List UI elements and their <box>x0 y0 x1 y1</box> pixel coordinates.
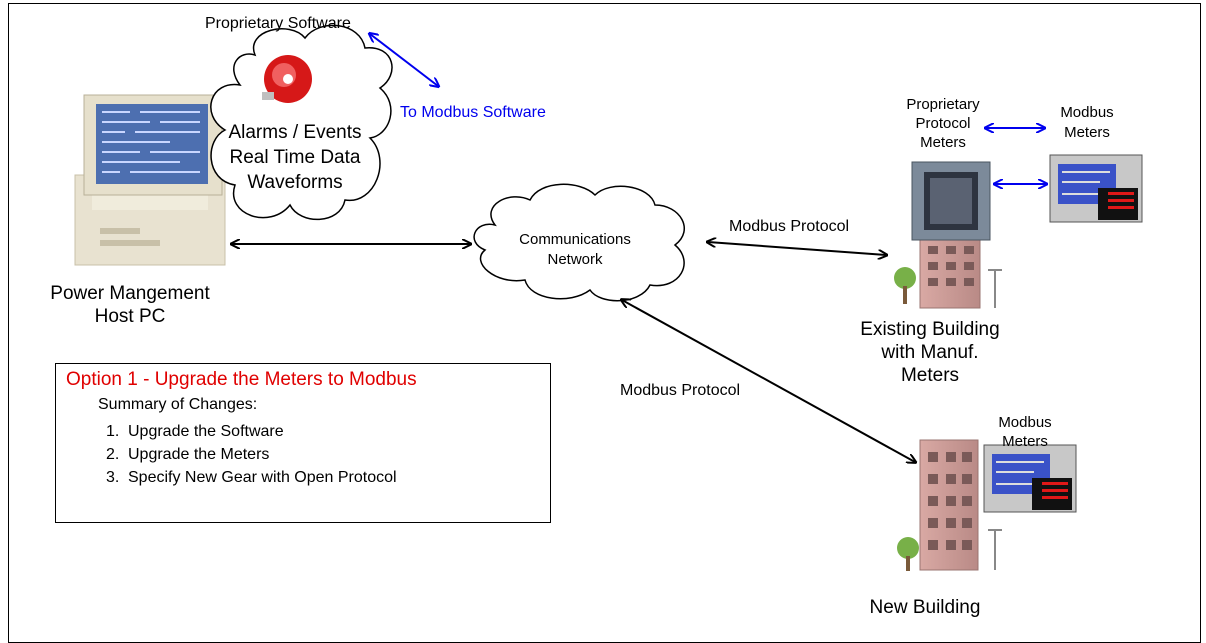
existing-building-line1: Existing Building <box>860 319 1000 340</box>
summary-item-text: Upgrade the Software <box>128 423 284 440</box>
network-label-line2: Network <box>547 251 603 268</box>
summary-title: Option 1 - Upgrade the Meters to Modbus <box>66 369 417 390</box>
summary-item-text: Specify New Gear with Open Protocol <box>128 469 397 486</box>
proprietary-meters-line3: Meters <box>920 134 966 151</box>
proprietary-meter-icon <box>911 161 991 241</box>
summary-item: 1. Upgrade the Software <box>106 423 397 446</box>
network-new-arrow <box>622 300 915 462</box>
summary-item: 2. Upgrade the Meters <box>106 446 397 469</box>
summary-item-number: 3. <box>106 469 120 486</box>
summary-item-number: 1. <box>106 423 120 440</box>
alarms-cloud <box>210 24 393 221</box>
host-pc-label: Power Mangement Host PC <box>25 282 235 328</box>
summary-item: 3. Specify New Gear with Open Protocol <box>106 469 397 492</box>
host-pc-label-line2: Host PC <box>94 306 166 327</box>
summary-item-text: Upgrade the Meters <box>128 446 270 463</box>
network-existing-arrow <box>708 242 886 255</box>
host-pc-icon <box>74 94 226 266</box>
modbus-meters-new-line1: Modbus <box>998 414 1052 431</box>
modbus-meter-icon-existing <box>1049 154 1143 223</box>
existing-building-label: Existing Building with Manuf. Meters <box>840 318 1020 387</box>
existing-building-icon <box>894 237 1002 309</box>
new-building-label: New Building <box>869 597 981 618</box>
proprietary-meters-line2: Protocol <box>915 115 971 132</box>
summary-list: 1. Upgrade the Software 2. Upgrade the Met… <box>106 423 397 492</box>
modbus-meters-label-existing: Modbus Meters <box>1045 103 1129 143</box>
modbus-meters-new-line2: Meters <box>1002 433 1048 450</box>
proprietary-meters-label: Proprietary Protocol Meters <box>893 95 993 152</box>
summary-subtitle: Summary of Changes: <box>98 396 258 413</box>
proprietary-meters-line1: Proprietary <box>906 96 980 113</box>
summary-item-number: 2. <box>106 446 120 463</box>
new-protocol-label: Modbus Protocol <box>620 382 741 399</box>
new-building-icon <box>897 439 1002 571</box>
diagram-canvas <box>74 24 1143 571</box>
to-modbus-software-label: To Modbus Software <box>400 104 546 121</box>
cloud-text: Alarms / Events Real Time Data Waveforms <box>215 120 375 195</box>
to-modbus-software-arrow <box>370 34 438 86</box>
modbus-meters-label-new: Modbus Meters <box>985 413 1065 451</box>
waveforms-label: Waveforms <box>247 172 343 193</box>
modbus-meters-existing-line1: Modbus <box>1060 104 1114 121</box>
modbus-meters-existing-line2: Meters <box>1064 124 1110 141</box>
alarms-events-label: Alarms / Events <box>228 122 362 143</box>
network-label: Communications Network <box>505 230 645 270</box>
modbus-meter-icon-new <box>983 444 1077 513</box>
existing-building-line3: Meters <box>900 365 960 386</box>
proprietary-software-label: Proprietary Software <box>205 15 351 32</box>
summary-box: Option 1 - Upgrade the Meters to Modbus … <box>55 363 551 523</box>
network-label-line1: Communications <box>519 231 631 248</box>
communications-network-cloud <box>473 183 686 302</box>
host-pc-label-line1: Power Mangement <box>50 283 210 304</box>
existing-protocol-label: Modbus Protocol <box>729 218 850 235</box>
existing-building-line2: with Manuf. <box>881 342 979 363</box>
alarm-bell-icon <box>262 55 312 103</box>
real-time-data-label: Real Time Data <box>229 147 361 168</box>
